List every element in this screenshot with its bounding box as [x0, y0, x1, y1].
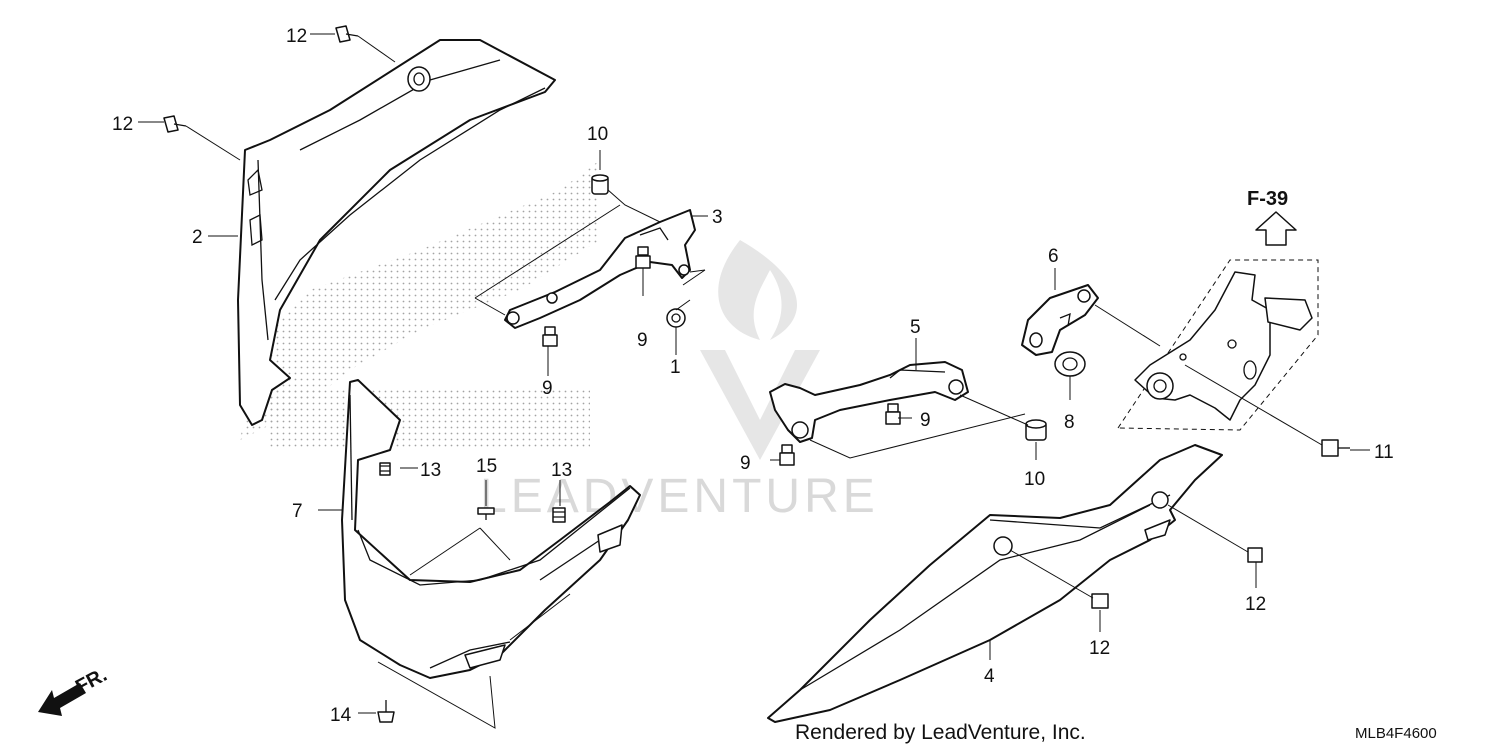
- clip-13-left: [379, 462, 391, 476]
- callout-12-top: 12: [286, 26, 307, 47]
- bolt-12-lower-mid: [1091, 593, 1109, 609]
- callout-13-left: 13: [420, 460, 441, 481]
- callout-2: 2: [192, 227, 203, 248]
- callout-12-lower-right: 12: [1245, 594, 1266, 615]
- callout-5: 5: [910, 317, 921, 338]
- callout-15: 15: [476, 456, 497, 477]
- clip-13-right: [552, 507, 566, 523]
- part-2-side-cowl: [237, 39, 556, 426]
- footer-credit: Rendered by LeadVenture, Inc.: [795, 721, 1086, 744]
- callout-9-mid: 9: [920, 410, 931, 431]
- callout-9-low: 9: [740, 453, 751, 474]
- callout-9-upper-left: 9: [542, 378, 553, 399]
- callout-9-upper-right: 9: [637, 330, 648, 351]
- callout-8: 8: [1064, 412, 1075, 433]
- frame-reference-assembly: [1117, 259, 1319, 431]
- callout-14: 14: [330, 705, 352, 726]
- callout-6: 6: [1048, 246, 1059, 267]
- callout-3: 3: [712, 207, 723, 228]
- front-direction-arrow: FR.: [38, 664, 111, 716]
- part-4-lower-cowl: [767, 444, 1223, 723]
- part-3-bracket: [504, 209, 696, 329]
- nut-1: [666, 308, 686, 328]
- leader-lines: [138, 33, 1370, 729]
- reference-arrow-f39: F-39: [1247, 188, 1297, 246]
- reference-label: F-39: [1247, 188, 1288, 210]
- bolt-9-mid: [885, 403, 901, 425]
- bolt-11: [1321, 439, 1350, 457]
- screw-15: [477, 507, 495, 520]
- callout-13-right: 13: [551, 460, 572, 481]
- callout-11: 11: [1374, 442, 1394, 463]
- collar-10-upper: [591, 174, 609, 195]
- bolt-12-left: [163, 115, 187, 133]
- collar-10-lower: [1025, 419, 1047, 441]
- grommet-8: [1054, 351, 1086, 377]
- callout-12-lower-mid: 12: [1089, 638, 1110, 659]
- bolt-9-upper-left: [542, 326, 558, 347]
- part-7-center-cowl: [341, 379, 641, 679]
- watermark-text: LEADVENTURE: [480, 470, 879, 523]
- part-6-stay: [1021, 284, 1099, 356]
- callout-4: 4: [984, 666, 995, 687]
- clip-14: [377, 700, 395, 723]
- callout-12-left: 12: [112, 114, 133, 135]
- callout-10-lower: 10: [1024, 469, 1045, 490]
- bolt-9-upper-right: [635, 246, 651, 269]
- callout-1: 1: [670, 357, 681, 378]
- bolt-12-top: [335, 25, 359, 43]
- bolt-12-lower-right: [1247, 547, 1263, 563]
- callout-7: 7: [292, 501, 303, 522]
- leadventure-watermark: LEADVENTURE: [480, 240, 879, 523]
- bolt-9-low: [779, 444, 795, 466]
- diagram-code: MLB4F4600: [1355, 725, 1437, 742]
- callout-10-upper: 10: [587, 124, 608, 145]
